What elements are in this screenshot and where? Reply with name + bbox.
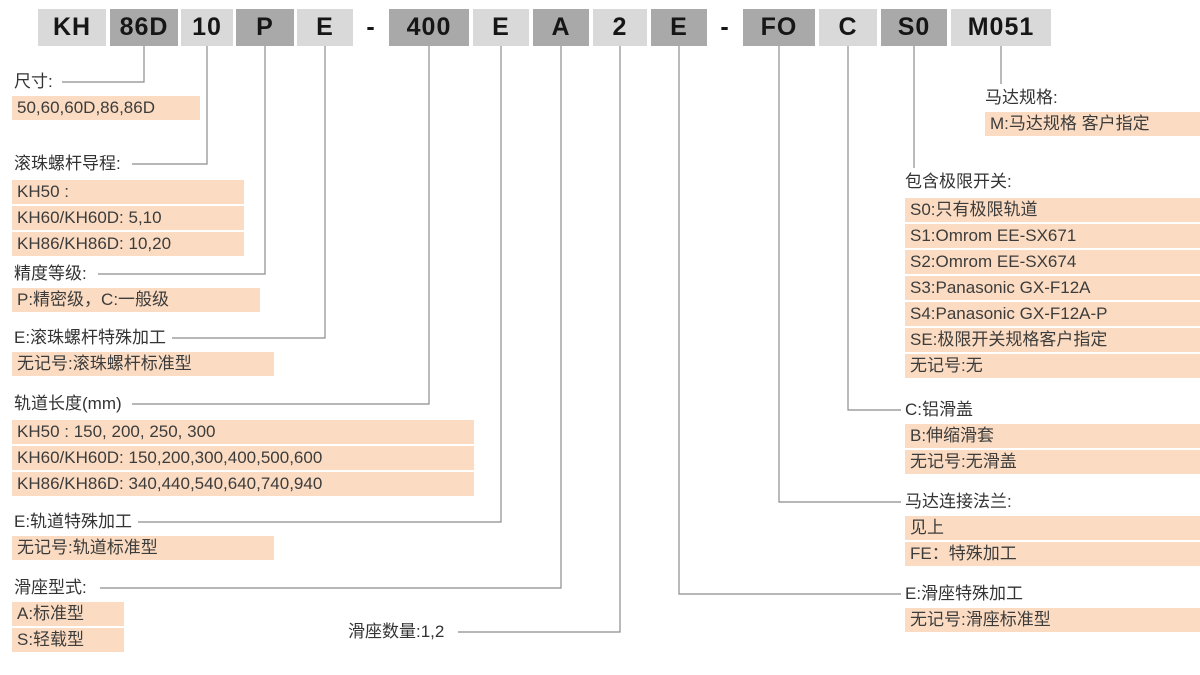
code-segment-size: 86D [110,9,178,46]
code-segment-slider-qty: 2 [593,9,647,46]
code-segment-cover: C [819,9,877,46]
slider-type-option: A:标准型 [12,602,124,626]
code-segment-motor: M051 [951,9,1051,46]
size-label: 尺寸: [14,72,53,91]
rail-special-option: 无记号:轨道标准型 [12,536,274,560]
code-segment-lead: 10 [181,9,233,46]
lead-option: KH86/KH86D: 10,20 [12,232,244,256]
flange-option: 见上 [905,516,1200,540]
motor-spec-option: M:马达规格 客户指定 [985,112,1200,136]
rail-length-option: KH86/KH86D: 340,440,540,640,740,940 [12,472,474,496]
motor-spec-label: 马达规格: [985,88,1058,107]
limit-switch-option: S0:只有极限轨道 [905,198,1200,222]
slider-special-label: E:滑座特殊加工 [905,584,1024,603]
flange-option: FE：特殊加工 [905,542,1200,566]
code-segment-slider-special: E [651,9,707,46]
lead-label: 滚珠螺杆导程: [14,154,121,173]
screw-special-option: 无记号:滚珠螺杆标准型 [12,352,274,376]
limit-switch-option: SE:极限开关规格客户指定 [905,328,1200,352]
lead-option: KH60/KH60D: 5,10 [12,206,244,230]
code-segment-screw-special: E [297,9,353,46]
slider-qty-label: 滑座数量:1,2 [348,622,445,641]
lead-option: KH50 : [12,180,244,204]
grade-option: P:精密级，C:一般级 [12,288,260,312]
limit-switch-option: 无记号:无 [905,354,1200,378]
code-segment-grade: P [236,9,294,46]
code-segment-flange: FO [743,9,815,46]
limit-switch-option: S4:Panasonic GX-F12A-P [905,302,1200,326]
grade-label: 精度等级: [14,264,87,283]
code-segment-length: 400 [389,9,469,46]
code-segment-series: KH [38,9,106,46]
code-dash-1: - [366,13,376,41]
limit-switch-option: S1:Omrom EE-SX671 [905,224,1200,248]
rail-length-option: KH50 : 150, 200, 250, 300 [12,420,474,444]
cover-option: B:伸缩滑套 [905,424,1200,448]
screw-special-label: E:滚珠螺杆特殊加工 [14,328,167,347]
rail-length-option: KH60/KH60D: 150,200,300,400,500,600 [12,446,474,470]
code-segment-slider-type: A [533,9,589,46]
rail-length-label: 轨道长度(mm) [14,394,122,413]
code-segment-limit-switch: S0 [881,9,947,46]
size-option: 50,60,60D,86,86D [12,96,200,120]
cover-label: C:铝滑盖 [905,400,973,419]
code-segment-rail-special: E [473,9,529,46]
slider-special-option: 无记号:滑座标准型 [905,608,1200,632]
flange-label: 马达连接法兰: [905,492,1012,511]
rail-special-label: E:轨道特殊加工 [14,512,133,531]
limit-switch-label: 包含极限开关: [905,172,1012,191]
cover-option: 无记号:无滑盖 [905,450,1200,474]
limit-switch-option: S3:Panasonic GX-F12A [905,276,1200,300]
slider-type-option: S:轻载型 [12,628,124,652]
limit-switch-option: S2:Omrom EE-SX674 [905,250,1200,274]
slider-type-label: 滑座型式: [14,578,87,597]
code-dash-2: - [720,13,730,41]
